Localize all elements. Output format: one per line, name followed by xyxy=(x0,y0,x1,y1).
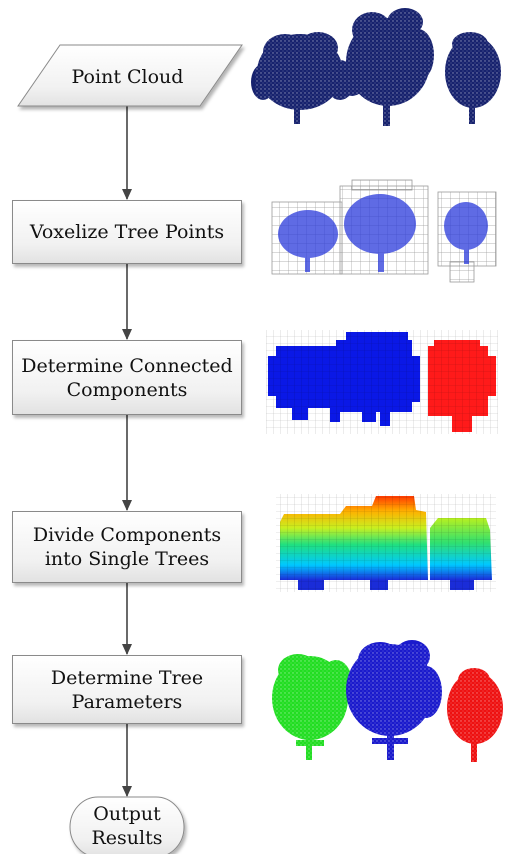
step-divide-components-box: Divide Components into Single Trees xyxy=(12,511,242,583)
step-tree-parameters-box: Determine Tree Parameters xyxy=(12,655,242,724)
step-connected-components-label: Determine Connected Components xyxy=(21,354,233,401)
end-terminator xyxy=(69,796,185,854)
step-voxelize-label: Voxelize Tree Points xyxy=(29,221,225,243)
segmented-trees xyxy=(266,640,505,766)
start-parallelogram xyxy=(17,44,243,107)
step-tree-parameters-label: Determine Tree Parameters xyxy=(50,666,204,713)
step-divide-components-label: Divide Components into Single Trees xyxy=(32,524,222,570)
step-connected-components-box: Determine Connected Components xyxy=(12,340,242,415)
start-label: Point Cloud xyxy=(71,66,184,88)
end-label: Output Results xyxy=(91,803,163,849)
step-voxelize-box: Voxelize Tree Points xyxy=(12,200,242,264)
height-colored-components xyxy=(276,494,496,592)
voxelized-trees xyxy=(271,179,497,283)
point-cloud-trees xyxy=(251,8,505,128)
connected-components xyxy=(266,330,498,434)
